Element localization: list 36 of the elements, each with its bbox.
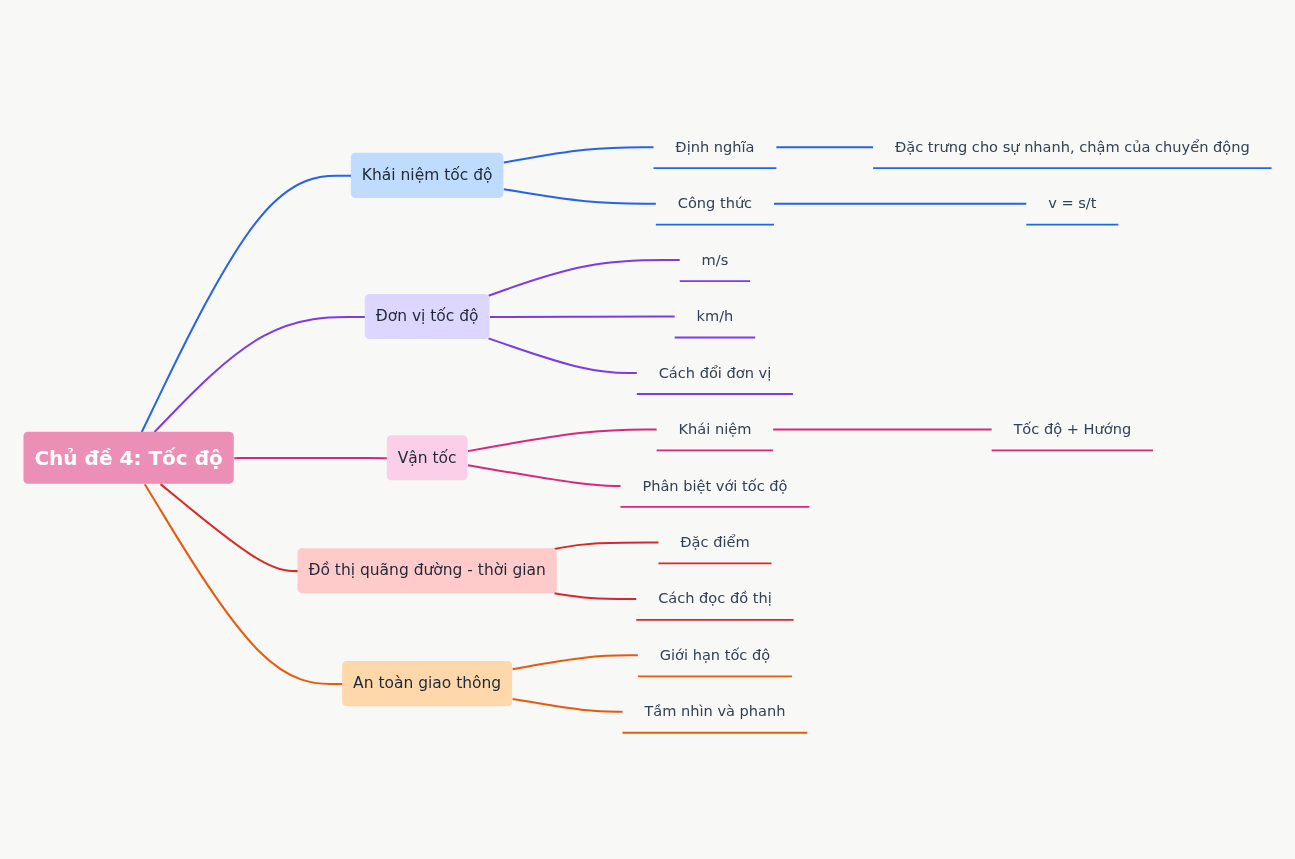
leaf-text: Tốc độ + Hướng [990,420,1154,452]
connector-line [466,428,658,453]
leaf-text: Đặc trưng cho sự nhanh, chậm của chuyển động [872,138,1273,169]
connector-line [772,428,993,431]
branch-box: Khái niệm tốc độ [350,152,504,198]
leaf-text: Cách đọc đồ thị [635,589,795,621]
leaf-text: v = s/t [1025,194,1120,226]
topic-box: Chủ đề 4: Tốc độ [23,431,234,484]
leaf-text: Phân biệt với tốc độ [619,476,811,508]
connector-line [143,483,344,686]
connector-line [511,654,639,671]
connector-line [775,146,875,149]
leaf-text: m/s [678,251,752,282]
leaf-text: Cách đổi đơn vị [635,363,794,395]
branch-box: Vận tốc [386,435,468,481]
connector-line [487,337,638,375]
leaf-text: Khái niệm [655,420,775,452]
branch-box: Đơn vị tốc độ [364,294,490,340]
connector-line [466,464,622,487]
connector-line [553,541,660,550]
leaf-text: km/h [673,307,757,339]
leaf-text: Định nghĩa [652,138,778,169]
leaf-text: Công thức [654,194,775,226]
leaf-text: Giới hạn tốc độ [636,646,793,678]
branch-box: Đồ thị quãng đường - thời gian [297,548,557,594]
connector-line [488,315,676,318]
connector-line [553,592,638,600]
branch-box: An toàn giao thông [342,661,513,707]
connector-line [773,202,1028,205]
leaf-text: Đặc điểm [657,533,773,565]
connector-line [502,188,657,205]
leaf-text: Tầm nhìn và phanh [621,702,809,734]
connector-line [511,697,624,713]
connector-line [487,259,681,297]
connector-line [502,146,655,164]
connector-line [159,483,299,573]
